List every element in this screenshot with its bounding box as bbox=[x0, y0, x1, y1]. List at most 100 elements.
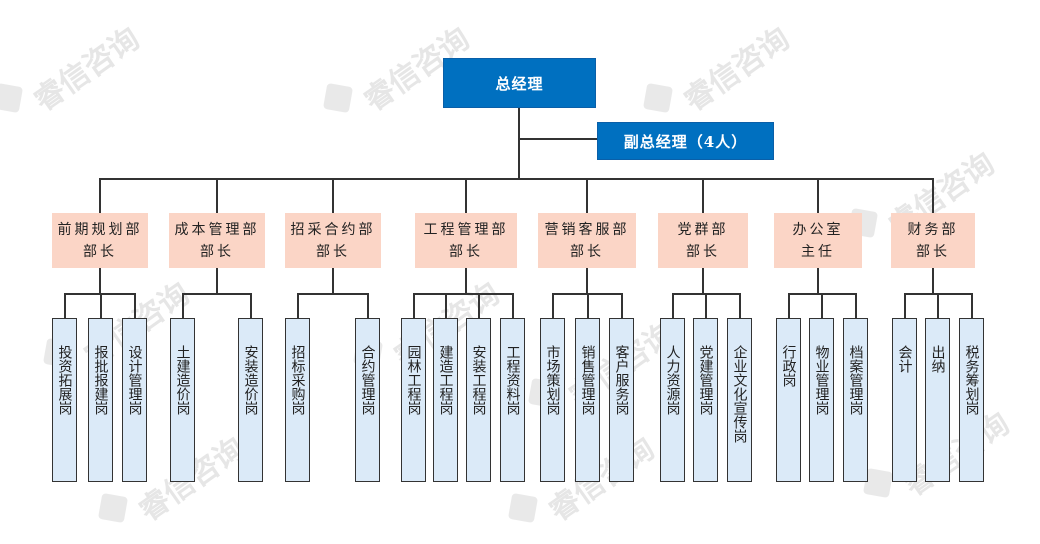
watermark-logo-icon bbox=[97, 492, 129, 524]
connector-pos-drop bbox=[133, 293, 136, 318]
watermark-text: 睿信咨询 bbox=[677, 21, 797, 119]
vp-box: 副总经理（4人） bbox=[597, 122, 774, 160]
dept-box: 营销客服部 部长 bbox=[538, 213, 636, 268]
connector-pos-trunk bbox=[99, 268, 101, 293]
position-box: 人力资源岗 bbox=[660, 318, 685, 482]
connector-pos-drop bbox=[970, 293, 973, 318]
connector-pos-bus bbox=[182, 293, 251, 295]
connector-pos-bus bbox=[413, 293, 513, 295]
dept-label: 办公室 主任 bbox=[792, 221, 844, 260]
position-label: 企业文化宣传岗 bbox=[731, 345, 748, 443]
watermark-logo-icon bbox=[322, 82, 354, 114]
connector-pos-drop bbox=[366, 293, 369, 318]
position-label: 招标采购岗 bbox=[289, 345, 306, 415]
position-label: 土建造价岗 bbox=[174, 345, 191, 415]
dept-label: 成本管理部 部长 bbox=[174, 221, 260, 260]
watermark-logo-icon bbox=[642, 82, 674, 114]
dept-label: 招采合约部 部长 bbox=[290, 221, 376, 260]
connector-pos-trunk bbox=[932, 268, 934, 293]
connector-pos-drop bbox=[738, 293, 741, 318]
connector-pos-trunk bbox=[465, 268, 467, 293]
position-label: 报批报建岗 bbox=[92, 345, 109, 415]
dept-box: 工程管理部 部长 bbox=[415, 213, 517, 268]
connector-pos-drop bbox=[704, 293, 707, 318]
position-box: 招标采购岗 bbox=[285, 318, 310, 482]
position-box: 党建管理岗 bbox=[693, 318, 718, 482]
position-label: 销售管理岗 bbox=[579, 345, 596, 415]
position-box: 物业管理岗 bbox=[809, 318, 834, 482]
dept-label: 前期规划部 部长 bbox=[57, 221, 143, 260]
watermark-logo-icon bbox=[0, 82, 24, 114]
connector-ceo-trunk bbox=[518, 108, 520, 178]
dept-box: 招采合约部 部长 bbox=[285, 213, 381, 268]
dept-box: 办公室 主任 bbox=[774, 213, 862, 268]
connector-pos-drop bbox=[551, 293, 554, 318]
watermark-text: 睿信咨询 bbox=[27, 21, 147, 119]
connector-pos-drop bbox=[787, 293, 790, 318]
position-box: 设计管理岗 bbox=[122, 318, 147, 482]
position-label: 市场策划岗 bbox=[544, 345, 561, 415]
connector-dept-drop bbox=[216, 178, 218, 213]
connector-dept-drop bbox=[99, 178, 101, 213]
dept-label: 工程管理部 部长 bbox=[423, 221, 509, 260]
position-label: 设计管理岗 bbox=[126, 345, 143, 415]
connector-pos-drop bbox=[586, 293, 589, 318]
position-box: 安装造价岗 bbox=[238, 318, 263, 482]
position-box: 行政岗 bbox=[776, 318, 801, 482]
connector-dept-drop bbox=[465, 178, 467, 213]
position-box: 工程资料岗 bbox=[500, 318, 525, 482]
position-label: 行政岗 bbox=[780, 345, 797, 387]
connector-pos-drop bbox=[820, 293, 823, 318]
position-box: 投资拓展岗 bbox=[52, 318, 77, 482]
connector-pos-trunk bbox=[586, 268, 588, 293]
watermark-logo-icon bbox=[507, 492, 539, 524]
connector-pos-drop bbox=[249, 293, 252, 318]
position-label: 会计 bbox=[896, 345, 913, 373]
position-box: 土建造价岗 bbox=[170, 318, 195, 482]
position-label: 税务筹划岗 bbox=[963, 345, 980, 415]
connector-pos-drop bbox=[903, 293, 906, 318]
dept-box: 财务部 部长 bbox=[891, 213, 975, 268]
position-box: 市场策划岗 bbox=[540, 318, 565, 482]
ceo-label: 总经理 bbox=[495, 74, 544, 93]
connector-pos-bus bbox=[297, 293, 368, 295]
position-box: 园林工程岗 bbox=[401, 318, 426, 482]
connector-pos-drop bbox=[511, 293, 514, 318]
connector-dept-drop bbox=[932, 178, 934, 213]
position-box: 建造工程岗 bbox=[433, 318, 458, 482]
connector-dept-bus bbox=[100, 178, 933, 180]
connector-pos-drop bbox=[412, 293, 415, 318]
connector-dept-drop bbox=[817, 178, 819, 213]
position-label: 建造工程岗 bbox=[437, 345, 454, 415]
ceo-box: 总经理 bbox=[443, 58, 596, 108]
position-label: 合约管理岗 bbox=[359, 345, 376, 415]
dept-label: 财务部 部长 bbox=[907, 221, 959, 260]
connector-pos-trunk bbox=[216, 268, 218, 293]
dept-label: 党群部 部长 bbox=[677, 221, 729, 260]
position-label: 工程资料岗 bbox=[504, 345, 521, 415]
position-label: 党建管理岗 bbox=[697, 345, 714, 415]
position-box: 税务筹划岗 bbox=[959, 318, 984, 482]
connector-pos-drop bbox=[63, 293, 66, 318]
dept-box: 党群部 部长 bbox=[658, 213, 748, 268]
position-box: 合约管理岗 bbox=[355, 318, 380, 482]
connector-pos-trunk bbox=[702, 268, 704, 293]
vp-label: 副总经理（4人） bbox=[623, 132, 748, 151]
connector-dept-drop bbox=[332, 178, 334, 213]
connector-vp-branch bbox=[518, 138, 598, 140]
connector-pos-drop bbox=[296, 293, 299, 318]
connector-pos-drop bbox=[181, 293, 184, 318]
position-label: 安装造价岗 bbox=[242, 345, 259, 415]
connector-dept-drop bbox=[702, 178, 704, 213]
dept-label: 营销客服部 部长 bbox=[544, 221, 630, 260]
position-box: 安装工程岗 bbox=[466, 318, 491, 482]
connector-pos-drop bbox=[477, 293, 480, 318]
position-label: 投资拓展岗 bbox=[56, 345, 73, 415]
connector-pos-drop bbox=[671, 293, 674, 318]
position-label: 档案管理岗 bbox=[847, 345, 864, 415]
position-label: 人力资源岗 bbox=[664, 345, 681, 415]
position-box: 企业文化宣传岗 bbox=[727, 318, 752, 482]
position-label: 物业管理岗 bbox=[813, 345, 830, 415]
connector-pos-drop bbox=[936, 293, 939, 318]
position-label: 安装工程岗 bbox=[470, 345, 487, 415]
